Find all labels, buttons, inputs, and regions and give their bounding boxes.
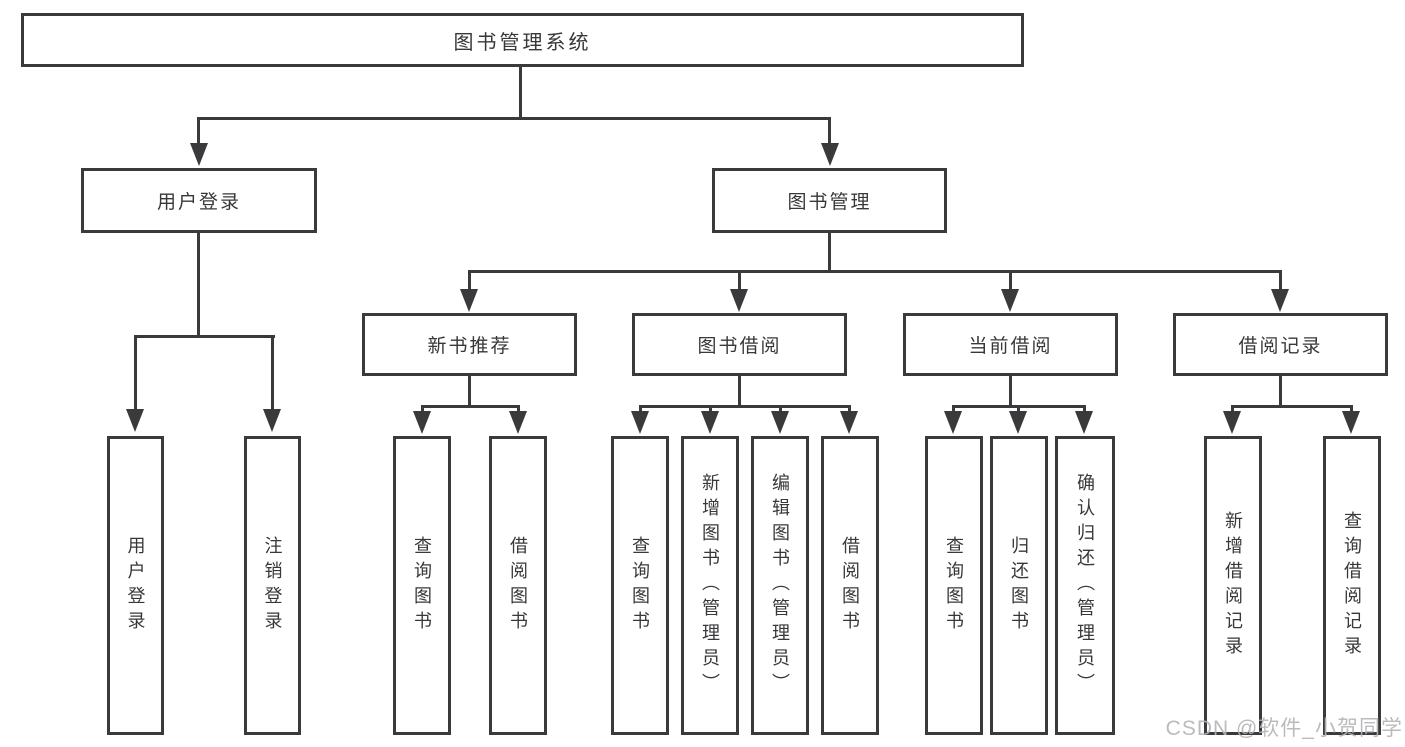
leaf-query-books-current-label: 查询图书: [944, 535, 964, 636]
node-book-management: 图书管理: [712, 168, 947, 233]
leaf-query-books-borrowing: 查询图书: [611, 436, 669, 735]
leaf-add-borrow-record-label: 新增借阅记录: [1223, 510, 1243, 661]
connector-line: [519, 67, 522, 119]
leaf-query-books-borrowing-label: 查询图书: [630, 535, 650, 636]
connector-line: [779, 405, 782, 413]
connector-line: [271, 335, 274, 409]
leaf-user-login-label: 用户登录: [125, 535, 146, 636]
connector-line: [197, 117, 831, 120]
node-user-login-label: 用户登录: [156, 192, 241, 213]
arrow-down-icon: [126, 409, 144, 432]
connector-line: [1009, 270, 1012, 290]
leaf-borrow-books-recommend: 借阅图书: [489, 436, 547, 735]
connector-line: [639, 405, 851, 408]
leaf-query-books-current: 查询图书: [925, 436, 983, 735]
arrow-down-icon: [509, 411, 527, 434]
arrow-down-icon: [1223, 411, 1241, 434]
connector-line: [421, 405, 520, 408]
node-new-book-recommend-label: 新书推荐: [427, 336, 512, 357]
connector-line: [828, 117, 831, 145]
node-current-borrowing: 当前借阅: [903, 313, 1118, 376]
arrow-down-icon: [1009, 411, 1027, 434]
arrow-down-icon: [1271, 289, 1289, 312]
node-new-book-recommend: 新书推荐: [362, 313, 577, 376]
connector-line: [134, 335, 275, 338]
arrow-down-icon: [840, 411, 858, 434]
node-borrowing-records-label: 借阅记录: [1238, 336, 1323, 357]
leaf-return-books: 归还图书: [990, 436, 1048, 735]
leaf-query-borrow-record: 查询借阅记录: [1323, 436, 1381, 735]
leaf-edit-books-admin-label: 编辑图书（管理员）: [770, 473, 790, 698]
arrow-down-icon: [944, 411, 962, 434]
connector-line: [1350, 405, 1353, 413]
node-current-borrowing-label: 当前借阅: [968, 336, 1053, 357]
arrow-down-icon: [1342, 411, 1360, 434]
arrow-down-icon: [413, 411, 431, 434]
arrow-down-icon: [263, 409, 281, 432]
connector-line: [468, 270, 1282, 273]
arrow-down-icon: [460, 289, 478, 312]
connector-line: [828, 233, 831, 272]
watermark: CSDN @软件_小贺同学: [1165, 717, 1403, 740]
leaf-logout-label: 注销登录: [262, 535, 283, 636]
connector-line: [1231, 405, 1353, 408]
arrow-down-icon: [1075, 411, 1093, 434]
arrow-down-icon: [730, 289, 748, 312]
connector-line: [468, 270, 471, 290]
leaf-add-books-admin-label: 新增图书（管理员）: [700, 473, 720, 698]
leaf-add-books-admin: 新增图书（管理员）: [681, 436, 739, 735]
connector-line: [1017, 405, 1020, 413]
connector-line: [738, 270, 741, 290]
arrow-down-icon: [701, 411, 719, 434]
connector-line: [1279, 376, 1282, 407]
leaf-query-books-recommend-label: 查询图书: [412, 535, 432, 636]
connector-line: [709, 405, 712, 413]
arrow-down-icon: [1001, 289, 1019, 312]
arrow-down-icon: [771, 411, 789, 434]
connector-line: [134, 335, 137, 409]
connector-line: [517, 405, 520, 413]
arrow-down-icon: [631, 411, 649, 434]
leaf-user-login: 用户登录: [107, 436, 164, 735]
node-book-borrowing: 图书借阅: [632, 313, 847, 376]
leaf-borrow-books-borrowing: 借阅图书: [821, 436, 879, 735]
connector-line: [197, 233, 200, 337]
connector-line: [421, 405, 424, 413]
leaf-borrow-books-borrowing-label: 借阅图书: [840, 535, 860, 636]
arrow-down-icon: [821, 143, 839, 166]
leaf-confirm-return-admin-label: 确认归还（管理员）: [1075, 473, 1095, 698]
node-user-login: 用户登录: [81, 168, 317, 233]
leaf-add-borrow-record: 新增借阅记录: [1204, 436, 1262, 735]
node-book-management-label: 图书管理: [787, 192, 872, 213]
leaf-query-books-recommend: 查询图书: [393, 436, 451, 735]
connector-line: [738, 376, 741, 407]
connector-line: [952, 405, 955, 413]
node-book-borrowing-label: 图书借阅: [697, 336, 782, 357]
leaf-return-books-label: 归还图书: [1009, 535, 1029, 636]
connector-line: [639, 405, 642, 413]
node-borrowing-records: 借阅记录: [1173, 313, 1388, 376]
connector-line: [468, 376, 471, 407]
connector-line: [1009, 376, 1012, 407]
connector-line: [1279, 270, 1282, 290]
leaf-edit-books-admin: 编辑图书（管理员）: [751, 436, 809, 735]
leaf-confirm-return-admin: 确认归还（管理员）: [1055, 436, 1115, 735]
node-library-system-label: 图书管理系统: [453, 31, 592, 54]
leaf-borrow-books-recommend-label: 借阅图书: [508, 535, 528, 636]
connector-line: [197, 117, 200, 145]
leaf-query-borrow-record-label: 查询借阅记录: [1342, 510, 1362, 661]
connector-line: [848, 405, 851, 413]
arrow-down-icon: [190, 143, 208, 166]
connector-line: [1231, 405, 1234, 413]
leaf-logout: 注销登录: [244, 436, 301, 735]
node-library-system: 图书管理系统: [21, 13, 1024, 67]
connector-line: [1083, 405, 1086, 413]
